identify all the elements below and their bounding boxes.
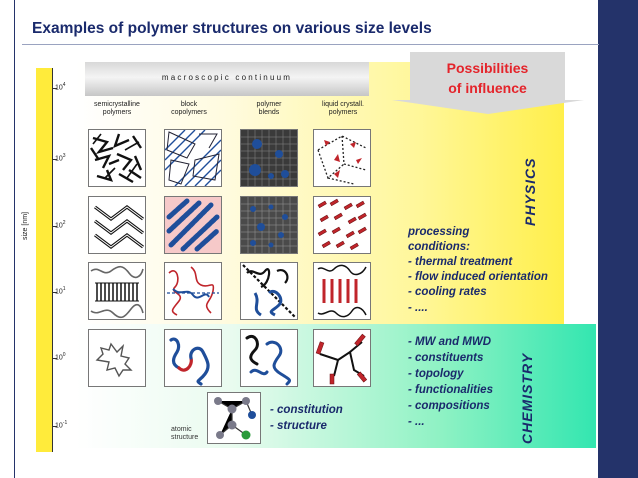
physics-item: - .... — [408, 302, 428, 314]
size-tick — [52, 226, 57, 227]
size-tick — [52, 292, 57, 293]
liquid-crystal-domains-illustration — [313, 129, 371, 187]
size-tick — [52, 159, 57, 160]
column-header-liquid-crystalline: liquid crystall.polymers — [321, 101, 364, 117]
size-scale-bar — [36, 68, 53, 452]
block-copolymer-lamellae-illustration — [164, 129, 222, 187]
chemistry-item: - MW and MWD — [408, 336, 492, 348]
block-copolymer-chains-illustration — [164, 262, 222, 320]
atomic-structure-illustration — [207, 392, 261, 444]
liquid-crystal-mesogen-array-illustration — [313, 196, 371, 254]
influence-title-line2: of influence — [448, 80, 527, 96]
semicrystalline-spherulite-illustration — [88, 129, 146, 187]
physics-item: - flow induced orientation — [408, 271, 548, 283]
liquid-crystal-mesogen-chain-illustration — [313, 329, 371, 387]
size-tick-label: 104 — [55, 82, 66, 92]
liquid-crystal-smectic-chains-illustration — [313, 262, 371, 320]
influence-arrow-head — [392, 100, 584, 114]
slide-title: Examples of polymer structures on variou… — [32, 20, 432, 37]
size-tick — [52, 88, 57, 89]
chemistry-label: CHEMISTRY — [519, 352, 535, 444]
physics-item: processing — [408, 226, 470, 238]
physics-label: PHYSICS — [522, 157, 538, 226]
size-tick-label: 103 — [55, 153, 66, 163]
influence-title-line1: Possibilities — [446, 60, 529, 76]
atomic-constitution-text: - constitution — [270, 404, 343, 416]
physics-item: conditions: — [408, 241, 470, 253]
size-tick-label: 10-1 — [55, 420, 68, 430]
left-border-rule — [14, 0, 15, 478]
block-copolymer-single-chain-illustration — [164, 329, 222, 387]
macroscopic-label: macroscopic continuum — [161, 73, 293, 82]
size-tick-label: 102 — [55, 220, 66, 230]
slide-side-band — [598, 0, 638, 478]
size-tick-label: 101 — [55, 286, 66, 296]
polymer-blend-dispersed-phase-illustration — [240, 196, 298, 254]
semicrystalline-single-chain-illustration — [88, 329, 146, 387]
size-tick — [52, 358, 57, 359]
size-tick — [52, 426, 57, 427]
influence-arrow-body — [410, 52, 565, 102]
size-scale-axis — [52, 68, 53, 452]
size-axis-label: size [nm] — [22, 211, 29, 240]
chemistry-item: - compositions — [408, 400, 490, 412]
block-copolymer-cylinders-illustration — [164, 196, 222, 254]
chemistry-item: - functionalities — [408, 384, 493, 396]
physics-item: - cooling rates — [408, 286, 487, 298]
title-underline — [22, 44, 599, 45]
chemistry-item: - topology — [408, 368, 464, 380]
chemistry-item: - ... — [408, 416, 425, 428]
atomic-structure-text: - structure — [270, 420, 327, 432]
polymer-blend-single-chains-illustration — [240, 329, 298, 387]
semicrystalline-chain-folding-illustration — [88, 262, 146, 320]
semicrystalline-lamellae-stack-illustration — [88, 196, 146, 254]
size-tick-label: 100 — [55, 352, 66, 362]
macroscopic-band — [85, 62, 369, 96]
physics-item: - thermal treatment — [408, 256, 513, 268]
chemistry-item: - constituents — [408, 352, 484, 364]
polymer-blend-interface-illustration — [240, 262, 298, 320]
polymer-blend-droplets-illustration — [240, 129, 298, 187]
